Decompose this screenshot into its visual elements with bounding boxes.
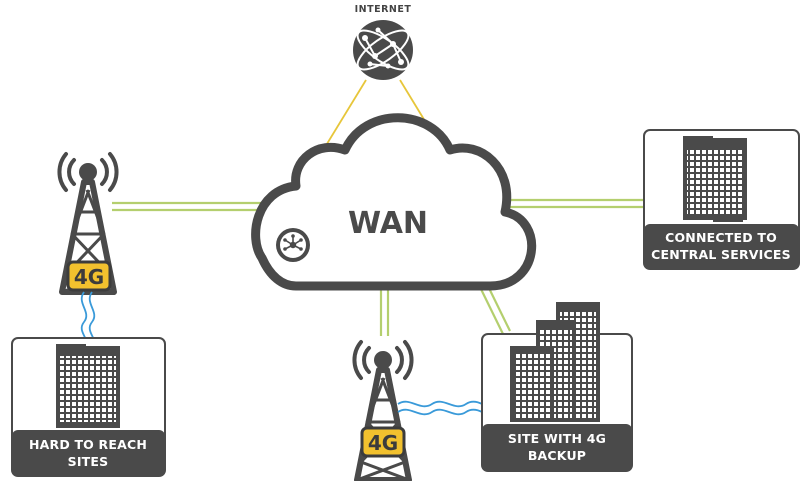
site-label-line1: SITE WITH 4G bbox=[508, 431, 606, 446]
cell-tower-bottom: 4G bbox=[354, 342, 483, 480]
office-building-icon bbox=[56, 344, 120, 428]
internet-label: INTERNET bbox=[355, 4, 412, 15]
site-hard-to-reach: HARD TO REACH SITES bbox=[11, 337, 166, 477]
link-cloud-central bbox=[500, 198, 644, 209]
site-label-line2: CENTRAL SERVICES bbox=[651, 247, 791, 262]
globe-icon bbox=[353, 20, 413, 80]
cloud-shape bbox=[251, 113, 537, 291]
link-internet-cloud-left bbox=[321, 79, 367, 153]
wireless-link-bottom bbox=[397, 400, 483, 416]
internet-node: INTERNET bbox=[353, 4, 413, 80]
wan-cloud: WAN bbox=[251, 113, 537, 291]
4g-label: 4G bbox=[74, 265, 104, 289]
office-building-icon bbox=[683, 136, 747, 222]
link-cloud-bottom-tower bbox=[379, 286, 390, 336]
4g-badge-bottom: 4G bbox=[360, 426, 406, 458]
network-links bbox=[112, 79, 644, 336]
office-complex-icon bbox=[510, 302, 600, 422]
4g-label: 4G bbox=[368, 431, 398, 455]
site-label-line2: SITES bbox=[68, 454, 109, 469]
site-label-line1: CONNECTED TO bbox=[665, 230, 777, 245]
cell-tower-left: 4G bbox=[59, 154, 116, 347]
network-hub-icon bbox=[276, 228, 310, 262]
link-left-tower-cloud bbox=[112, 201, 285, 212]
cell-tower-icon bbox=[354, 342, 411, 480]
site-label-line1: HARD TO REACH bbox=[29, 437, 147, 452]
4g-badge-left: 4G bbox=[66, 260, 112, 292]
site-central-services: CONNECTED TO CENTRAL SERVICES bbox=[643, 129, 800, 270]
site-label-line2: BACKUP bbox=[528, 448, 586, 463]
site-4g-backup: SITE WITH 4G BACKUP bbox=[481, 302, 633, 472]
wan-label: WAN bbox=[348, 206, 428, 241]
